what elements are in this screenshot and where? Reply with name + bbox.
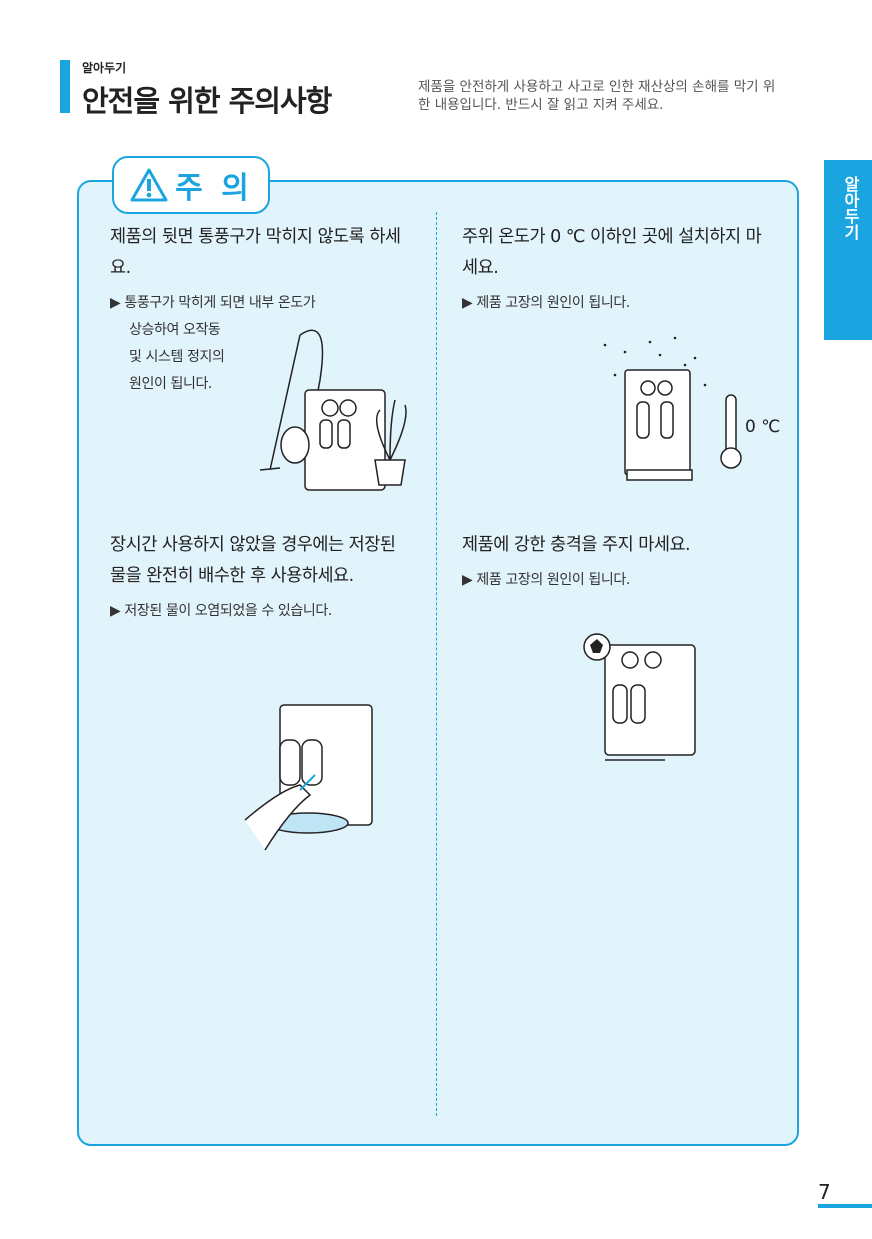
section-drain: 장시간 사용하지 않았을 경우에는 저장된 물을 완전히 배수한 후 사용하세요… xyxy=(110,530,410,625)
page-title: 안전을 위한 주의사항 xyxy=(82,84,332,118)
cold-illustration: 0 ℃ xyxy=(603,336,780,481)
section-kicker: 알아두기 xyxy=(82,61,127,75)
caution-badge: 주 의 xyxy=(112,156,270,214)
section-heading: 제품의 뒷면 통풍구가 막히지 않도록 하세요. xyxy=(110,227,401,278)
section-heading: 주위 온도가 0 ℃ 이하인 곳에 설치하지 마세요. xyxy=(462,227,762,278)
section-heading: 제품에 강한 충격을 주지 마세요. xyxy=(462,535,691,555)
intro-text: 제품을 안전하게 사용하고 사고로 인한 재산상의 손해를 막기 위한 내용입니… xyxy=(418,79,776,113)
side-tab: 알아두기 xyxy=(824,160,872,340)
page-number: 7 xyxy=(818,1180,831,1204)
drain-illustration xyxy=(244,704,373,851)
title-accent-bar xyxy=(60,60,70,113)
impact-illustration xyxy=(583,633,696,761)
section-ventilation: 제품의 뒷면 통풍구가 막히지 않도록 하세요. ▶ 통풍구가 막히게 되면 내… xyxy=(110,222,410,398)
section-note: ▶ 제품 고장의 원인이 됩니다. xyxy=(462,572,630,588)
side-tab-label: 알아두기 xyxy=(841,176,860,240)
caution-label: 주 의 xyxy=(175,171,253,206)
section-note: ▶ 제품 고장의 원인이 됩니다. xyxy=(462,295,630,311)
ventilation-illustration xyxy=(259,329,407,491)
warning-icon xyxy=(130,168,168,202)
section-temperature: 주위 온도가 0 ℃ 이하인 곳에 설치하지 마세요. ▶ 제품 고장의 원인이… xyxy=(462,222,772,317)
section-impact: 제품에 강한 충격을 주지 마세요. ▶ 제품 고장의 원인이 됩니다. xyxy=(462,530,772,594)
temperature-label: 0 ℃ xyxy=(745,417,780,437)
section-heading: 장시간 사용하지 않았을 경우에는 저장된 물을 완전히 배수한 후 사용하세요… xyxy=(110,535,396,586)
section-note: ▶ 저장된 물이 오염되었을 수 있습니다. xyxy=(110,603,332,619)
column-divider xyxy=(436,212,437,1116)
page-number-underline xyxy=(818,1204,872,1208)
